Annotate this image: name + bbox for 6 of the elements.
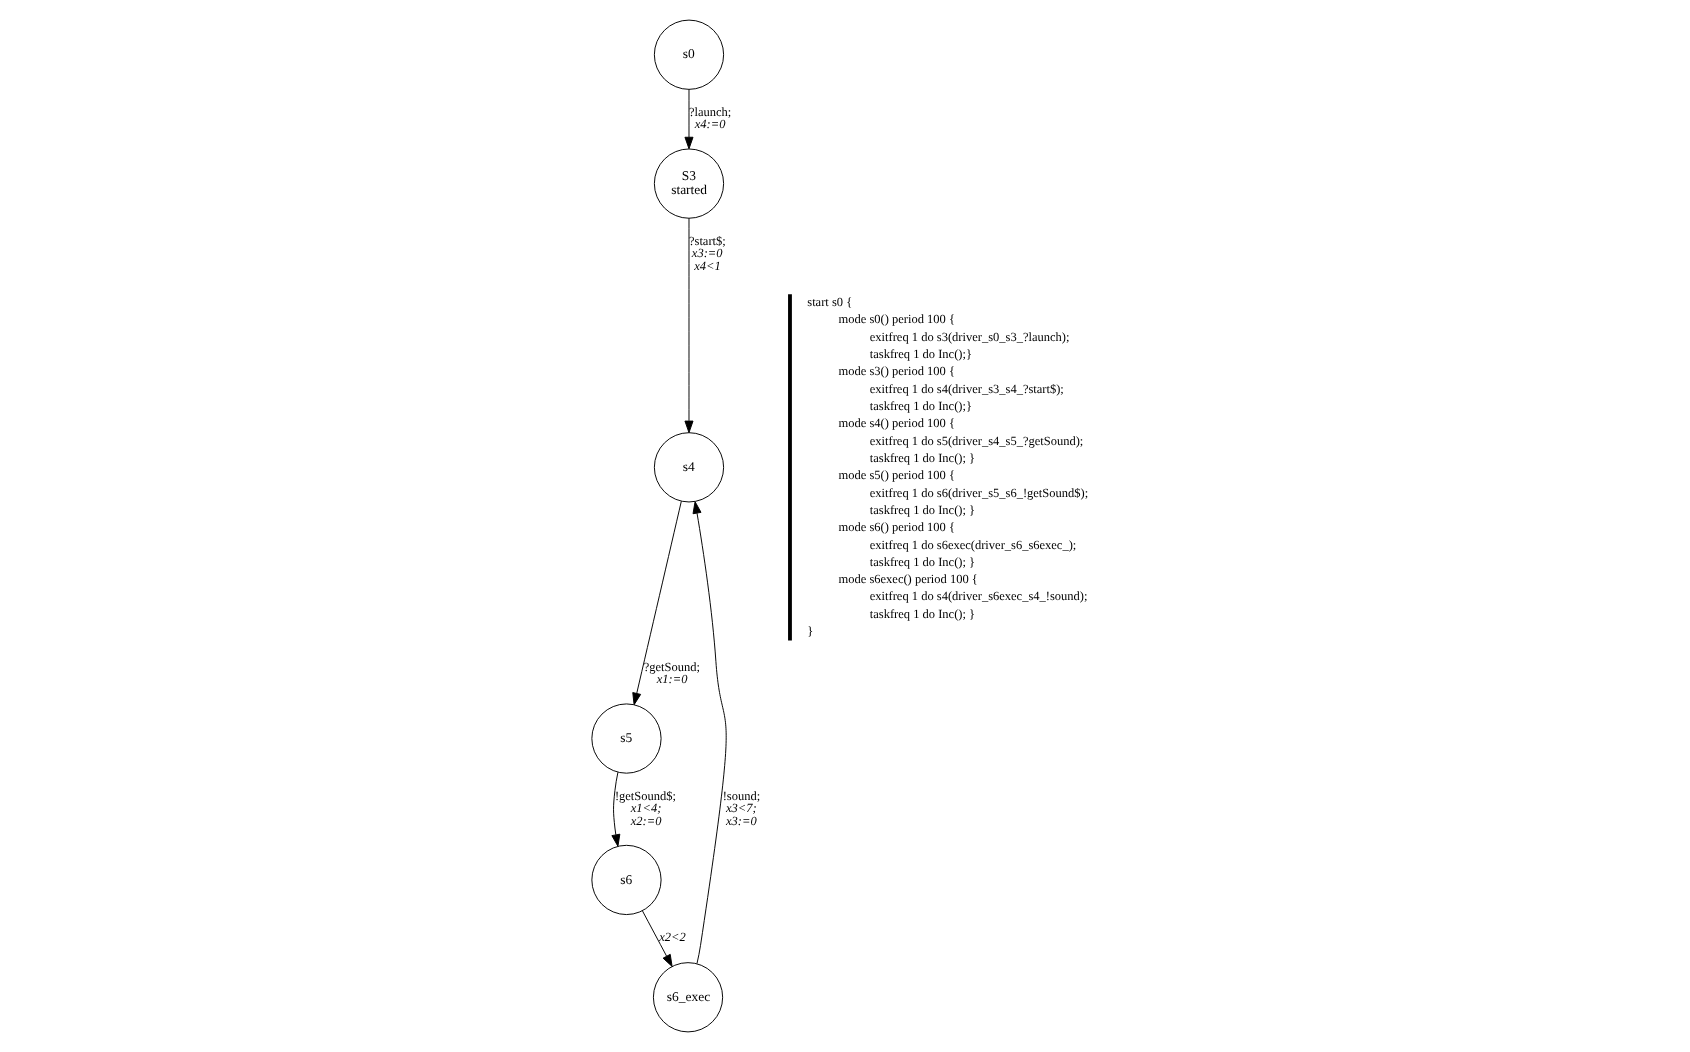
arrow — [610, 771, 620, 847]
arrow — [641, 910, 672, 967]
arrow — [683, 88, 693, 150]
arrow — [691, 501, 726, 965]
arrow — [683, 217, 693, 434]
arrow — [631, 500, 681, 706]
